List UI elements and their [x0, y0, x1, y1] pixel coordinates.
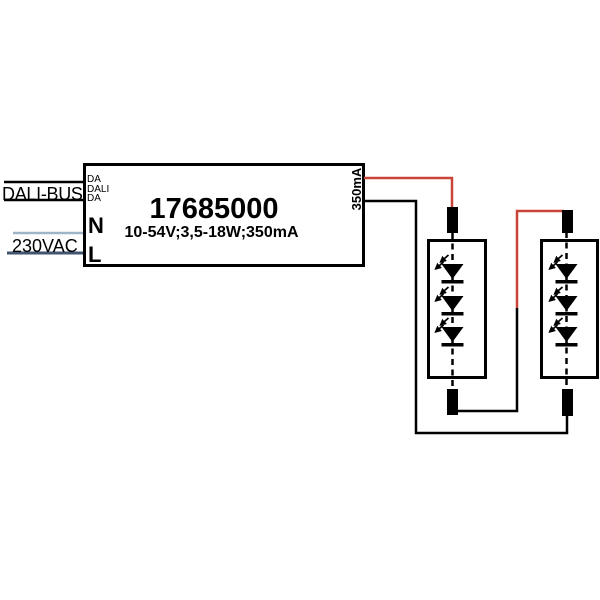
driver-specs: 10-54V;3,5-18W;350mA [124, 224, 299, 241]
terminal-da-bottom: DA [87, 193, 101, 204]
led-icon [550, 255, 578, 284]
led-icon [436, 255, 464, 284]
led-module-2 [540, 239, 599, 379]
module2-top-connector [562, 210, 573, 233]
terminal-n-label: N [88, 213, 104, 238]
led-icon [550, 318, 578, 347]
mains-voltage-label: 230VAC [12, 236, 78, 256]
terminal-da-top: DA [87, 174, 101, 185]
led-icon [436, 318, 464, 347]
module2-bottom-connector [562, 389, 573, 416]
output-current-label: 350mA [349, 167, 364, 211]
terminal-dali: DALI [87, 183, 110, 195]
dali-bus-label: DALI-BUS [2, 184, 83, 204]
module-link-wire-black [452, 308, 519, 413]
module-link-wire-red [515, 209, 564, 308]
dali-terminal-labels: DA DALI DA [87, 175, 109, 204]
led-icon [550, 287, 578, 316]
terminal-l-label: L [88, 242, 102, 267]
led-icon [436, 287, 464, 316]
module1-bottom-connector [447, 389, 458, 415]
led-module-1 [427, 239, 487, 379]
positive-output-wire [364, 176, 454, 212]
negative-output-wire [364, 199, 569, 435]
module1-top-connector [447, 207, 458, 233]
driver-model-number: 17685000 [149, 193, 279, 225]
driver-box [83, 163, 365, 267]
